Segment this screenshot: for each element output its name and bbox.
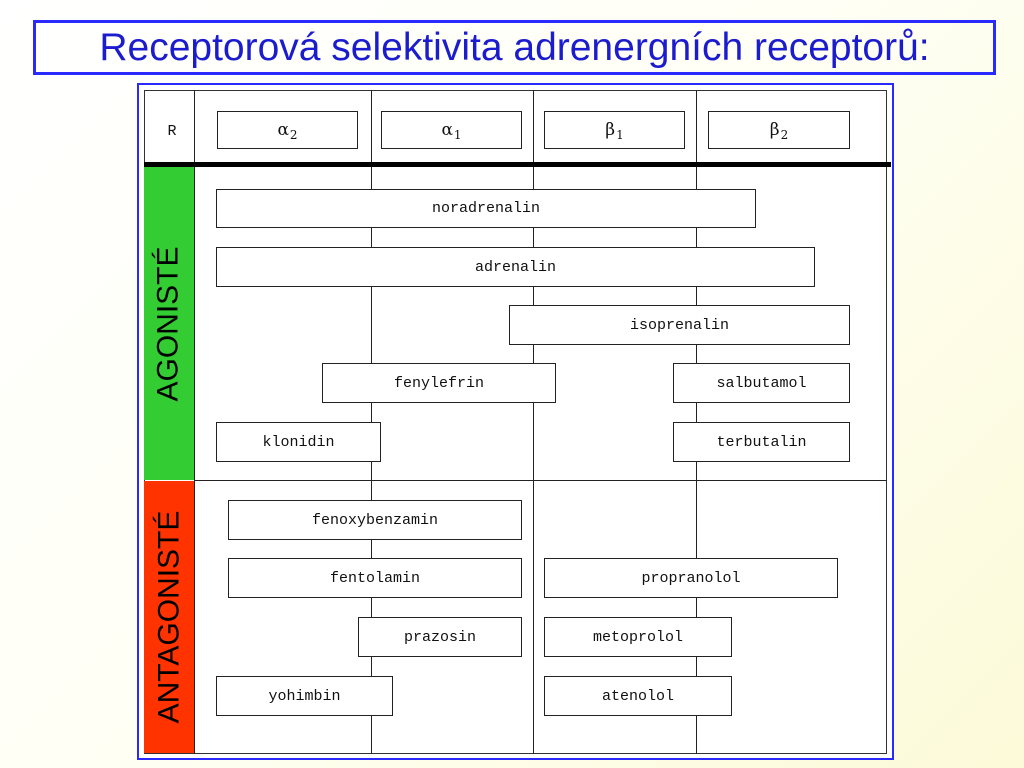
drug-box-atenolol: atenolol <box>544 676 732 716</box>
drug-box-fentolamin: fentolamin <box>228 558 522 598</box>
drug-box-metoprolol: metoprolol <box>544 617 732 657</box>
antagonists-group-bar: ANTAGONISTÉ <box>144 481 194 753</box>
drug-box-noradrenalin: noradrenalin <box>216 189 756 228</box>
receptor-subscript: 1 <box>453 128 462 142</box>
alpha-beta-divider <box>533 90 534 754</box>
drug-box-yohimbin: yohimbin <box>216 676 393 716</box>
drug-box-fenoxybenzamin: fenoxybenzamin <box>228 500 522 540</box>
antagonists-label: ANTAGONISTÉ <box>152 510 185 724</box>
group-divider <box>194 480 887 481</box>
agonists-group-bar: AGONISTÉ <box>144 167 194 480</box>
row-label-r: R <box>167 122 177 140</box>
receptor-subscript: 2 <box>780 128 789 142</box>
header-separator <box>144 162 891 167</box>
drug-box-adrenalin: adrenalin <box>216 247 815 287</box>
column-divider <box>194 90 195 754</box>
drug-box-fenylefrin: fenylefrin <box>322 363 556 403</box>
agonists-label: AGONISTÉ <box>152 245 185 402</box>
drug-box-salbutamol: salbutamol <box>673 363 850 403</box>
receptor-symbol: α <box>441 120 453 140</box>
receptor-subscript: 2 <box>289 128 298 142</box>
drug-box-prazosin: prazosin <box>358 617 522 657</box>
receptor-symbol: β <box>605 120 616 140</box>
slide-title: Receptorová selektivita adrenergních rec… <box>33 20 996 75</box>
drug-box-klonidin: klonidin <box>216 422 381 462</box>
drug-box-terbutalin: terbutalin <box>673 422 850 462</box>
drug-box-propranolol: propranolol <box>544 558 838 598</box>
receptor-subscript: 1 <box>616 128 624 142</box>
drug-box-isoprenalin: isoprenalin <box>509 305 850 345</box>
receptor-symbol: α <box>277 120 289 140</box>
receptor-symbol: β <box>769 120 780 140</box>
